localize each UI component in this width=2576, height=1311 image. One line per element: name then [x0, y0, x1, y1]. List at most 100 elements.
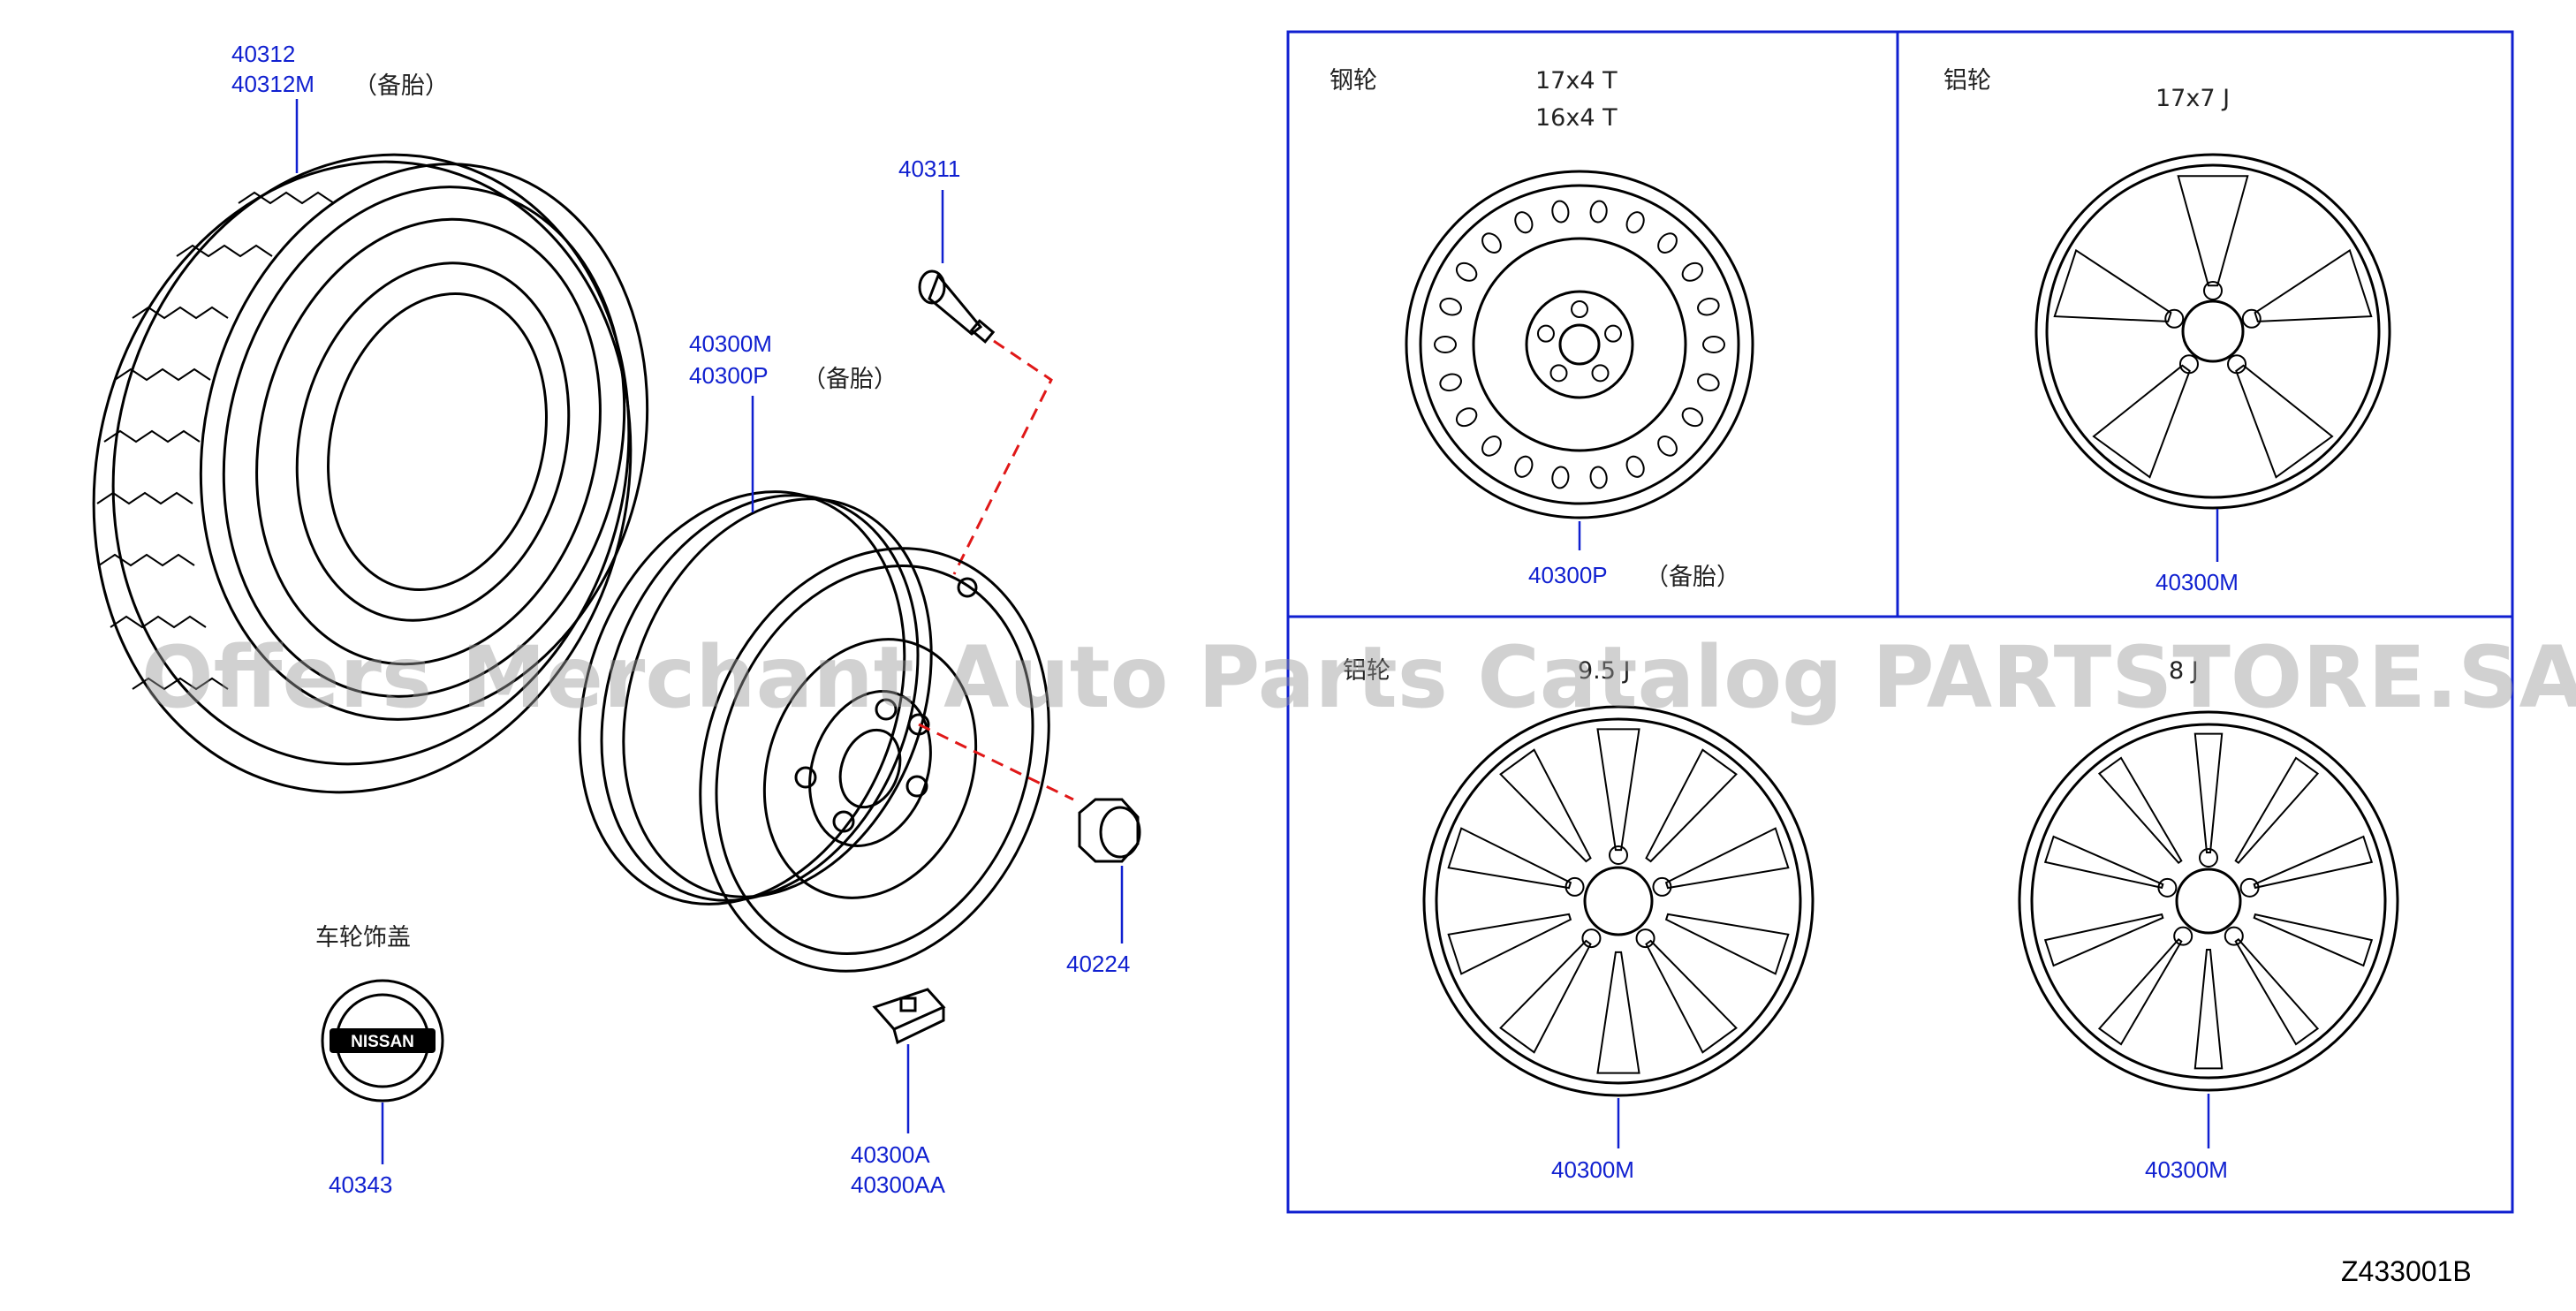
- alloy-wheel-2-title: 铝轮: [1343, 657, 1390, 685]
- vent-hole: [1681, 407, 1704, 428]
- steel-wheel-title: 钢轮: [1330, 67, 1377, 95]
- vent-hole: [1697, 297, 1720, 316]
- wheel-spare-note: （备胎）: [802, 366, 898, 393]
- wheel-spoke: [1596, 951, 1640, 1074]
- lug-hole: [1635, 928, 1655, 949]
- vent-hole: [1697, 373, 1720, 392]
- wheel-spoke: [2177, 175, 2249, 287]
- nut-dashed-line: [918, 723, 1074, 801]
- vent-hole: [1657, 436, 1678, 457]
- vent-hole: [1481, 232, 1502, 254]
- lug-hole: [2157, 877, 2178, 898]
- weight-part-number-aa[interactable]: 40300AA: [851, 1171, 946, 1198]
- vent-hole: [1551, 200, 1570, 224]
- lug-hole: [2224, 926, 2244, 946]
- vent-hole: [1439, 373, 1462, 392]
- vent-hole: [1625, 211, 1645, 234]
- wheel-spoke: [2234, 937, 2320, 1046]
- lug-hole: [1591, 364, 1610, 383]
- lug-hole: [1581, 928, 1602, 949]
- lug-hole: [1549, 364, 1568, 383]
- wheel-spoke: [2053, 248, 2172, 322]
- wheel-spoke: [2097, 756, 2183, 865]
- lug-hole: [1536, 324, 1555, 343]
- lug-hole: [2199, 848, 2218, 868]
- vent-hole: [1551, 466, 1570, 489]
- wheel-spoke: [1447, 913, 1572, 975]
- steel-wheel-part-number[interactable]: 40300P: [1528, 562, 1608, 588]
- vent-hole: [1625, 455, 1645, 478]
- alloy-wheel-1-illustration: [2034, 153, 2391, 510]
- steel-wheel-illustration: [1405, 170, 1754, 519]
- wheel-spoke: [2043, 913, 2164, 967]
- wheel-spoke: [2092, 364, 2191, 479]
- vent-hole: [1589, 200, 1608, 224]
- valve-dashed-line: [952, 339, 1053, 575]
- watermark-text: Offers Merchant Auto Parts Catalog PARTS…: [141, 628, 2576, 727]
- vent-hole: [1702, 336, 1725, 353]
- steel-wheel-size-16: 16x4 T: [1535, 104, 1618, 132]
- wheel-spoke: [2193, 949, 2224, 1070]
- wheel-illustration: [578, 490, 1050, 973]
- center-cap-title: 车轮饰盖: [315, 924, 411, 951]
- wheel-spoke: [1447, 827, 1572, 890]
- alloy-wheel-2-illustration: [1422, 705, 1815, 1097]
- wheel-spoke: [2253, 913, 2374, 967]
- alloy-wheel-1-title: 铝轮: [1943, 67, 1991, 95]
- vent-hole: [1455, 261, 1478, 282]
- vent-hole: [1514, 455, 1534, 478]
- vent-hole: [1434, 336, 1457, 353]
- wheel-spoke: [2253, 835, 2374, 890]
- lug-hole: [2173, 926, 2193, 946]
- vent-hole: [1657, 232, 1678, 254]
- lug-hole: [2178, 354, 2199, 375]
- wheel-part-number-m[interactable]: 40300M: [689, 330, 772, 357]
- vent-hole: [1514, 211, 1534, 234]
- nut-part-number[interactable]: 40224: [1066, 951, 1130, 977]
- valve-part-number[interactable]: 40311: [898, 155, 960, 182]
- lug-hole: [2239, 877, 2260, 898]
- alloy-wheel-2-part-number[interactable]: 40300M: [1551, 1156, 1634, 1183]
- alloy-wheel-3-part-number[interactable]: 40300M: [2145, 1156, 2228, 1183]
- lug-hole: [1604, 324, 1623, 343]
- lug-hole: [1609, 845, 1628, 865]
- lug-hole: [1571, 300, 1588, 318]
- center-cap-illustration: NISSAN: [321, 979, 444, 1103]
- wheel-spoke: [2097, 937, 2183, 1046]
- diagram-code: Z433001B: [2341, 1255, 2472, 1287]
- wheel-variants-frame: [1286, 30, 2514, 1214]
- steel-wheel-spare-note: （备胎）: [1645, 564, 1740, 591]
- lug-hole: [2227, 354, 2247, 375]
- vent-hole: [1481, 436, 1502, 457]
- wheel-spoke: [1645, 748, 1738, 863]
- lug-hole: [2203, 281, 2223, 300]
- steel-wheel-size-17: 17x4 T: [1535, 67, 1618, 95]
- vent-hole: [1681, 261, 1704, 282]
- tire-illustration: [92, 153, 649, 794]
- lug-hole: [1652, 876, 1672, 897]
- wheel-nut-illustration: [1078, 798, 1141, 863]
- weight-part-number-a[interactable]: 40300A: [851, 1141, 930, 1168]
- alloy-wheel-1-size: 17x7 J: [2156, 85, 2230, 112]
- lug-hole: [2164, 308, 2185, 329]
- wheel-part-number-p[interactable]: 40300P: [689, 362, 769, 389]
- wheel-spoke: [2254, 248, 2373, 322]
- wheel-spoke: [2193, 732, 2224, 853]
- valve-illustration: [918, 269, 996, 344]
- alloy-wheel-1-part-number[interactable]: 40300M: [2156, 569, 2239, 595]
- wheel-spoke: [1499, 939, 1592, 1054]
- wheel-spoke: [1596, 728, 1640, 852]
- vent-hole: [1439, 297, 1462, 316]
- wheel-spoke: [2043, 835, 2164, 890]
- wheel-spoke: [1499, 748, 1592, 863]
- wheel-spoke: [1645, 939, 1738, 1054]
- wheel-spoke: [2234, 756, 2320, 865]
- center-cap-part-number[interactable]: 40343: [329, 1171, 392, 1198]
- alloy-wheel-2-size: 9.5 J: [1578, 657, 1630, 685]
- balance-weight-illustration: [872, 988, 946, 1045]
- tire-spare-note: （备胎）: [353, 72, 449, 100]
- tire-part-number[interactable]: 40312: [231, 41, 295, 67]
- tire-part-number-m[interactable]: 40312M: [231, 71, 314, 97]
- lug-hole: [1565, 876, 1585, 897]
- lug-hole: [2241, 308, 2262, 329]
